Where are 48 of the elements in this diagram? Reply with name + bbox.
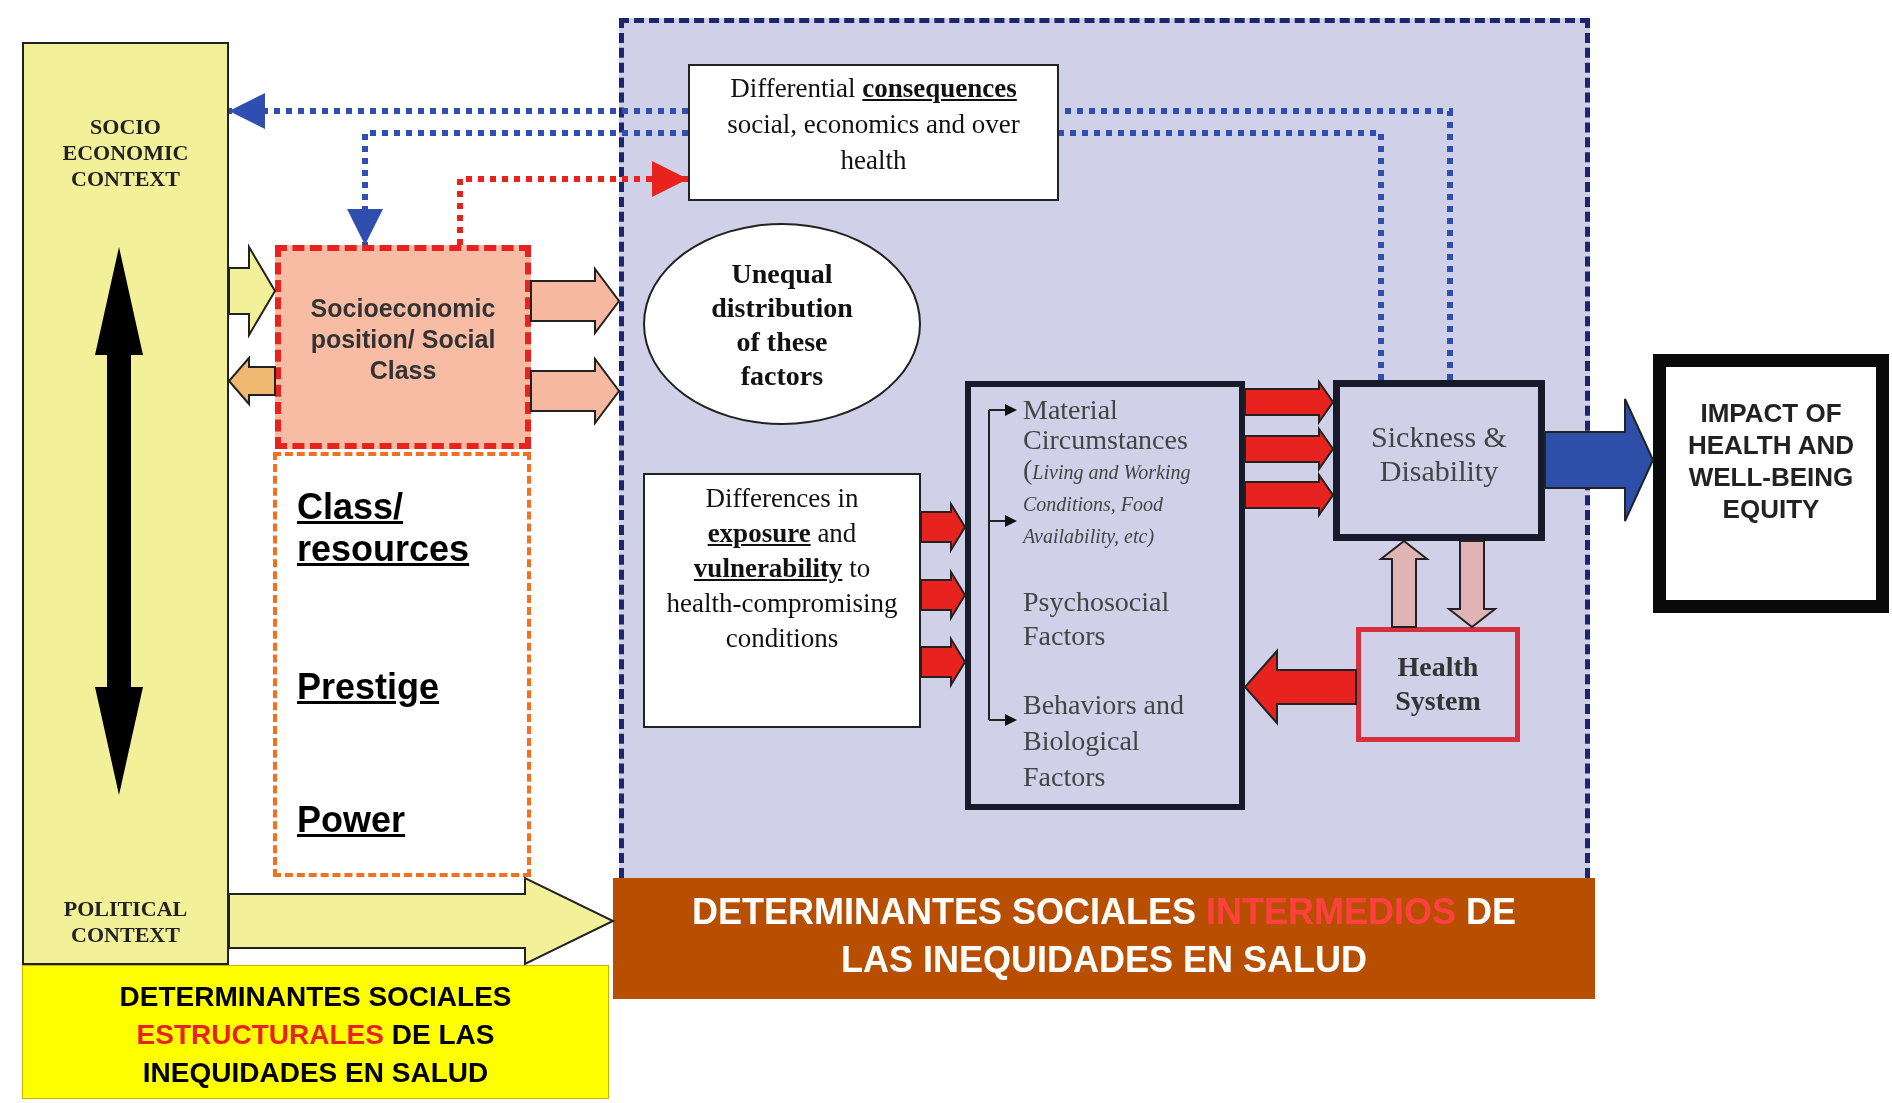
- factor-text: Behaviors and Biological Factors: [1023, 688, 1185, 794]
- title-banner: [22, 965, 609, 1099]
- banner-text: DETERMINANTES SOCIALES ESTRUCTURALES DE LAS INEQUIDADES EN SALUD: [118, 980, 513, 1090]
- process-box: [1356, 627, 1520, 742]
- block-arrow: [920, 568, 967, 622]
- block-arrow: [920, 500, 967, 554]
- dimension-text: Prestige: [297, 666, 441, 708]
- block-arrow: [1244, 425, 1335, 473]
- title-banner: [613, 878, 1595, 999]
- box-text: Differential consequences social, economics and over health: [726, 72, 1021, 177]
- position-label: Socioeconomic position/ Social Class: [309, 293, 497, 386]
- block-arrow: [1544, 398, 1655, 522]
- process-box: [965, 381, 1245, 810]
- box-text: Differences in exposure and vulnerability to health-compromising conditions: [665, 482, 899, 655]
- block-arrow: [1244, 471, 1335, 519]
- banner-text: DETERMINANTES SOCIALES INTERMEDIOS DE LAS INEQUIDADES EN SALUD: [690, 890, 1518, 982]
- dotted-arrow: [347, 130, 688, 245]
- factor-text: Material Circumstances (Living and Working Conditions, Food Availability, etc): [1023, 395, 1192, 550]
- dotted-arrow: [229, 93, 688, 129]
- factor-text: Psychosocial Factors: [1023, 585, 1171, 653]
- block-arrow: [228, 243, 277, 339]
- context-label: POLITICAL CONTEXT: [62, 896, 189, 948]
- context-label: SOCIO ECONOMIC CONTEXT: [61, 114, 190, 192]
- block-arrow: [920, 635, 967, 689]
- block-arrow: [530, 266, 621, 336]
- oval-text: Unequal distribution of these factors: [710, 257, 854, 393]
- box-text: Health System: [1394, 650, 1482, 718]
- outcome-text: IMPACT OF HEALTH AND WELL-BEING EQUITY: [1686, 397, 1856, 525]
- process-box: [1333, 380, 1545, 541]
- context-column: [22, 42, 229, 965]
- dashed-box: [273, 452, 531, 877]
- process-box: [688, 64, 1059, 201]
- block-arrow: [1244, 378, 1335, 426]
- dimension-text: Class/ resources: [297, 486, 467, 570]
- block-arrow: [1446, 540, 1498, 629]
- block-arrow: [530, 356, 621, 426]
- block-arrow: [1378, 539, 1430, 628]
- block-arrow: [227, 355, 276, 407]
- position-box: [275, 245, 531, 449]
- box-text: Sickness & Disability: [1370, 420, 1508, 488]
- process-box: [643, 473, 921, 728]
- block-arrow: [228, 876, 616, 966]
- block-arrow: [1243, 648, 1357, 726]
- dotted-line: [1059, 130, 1384, 380]
- region-background: [619, 18, 1590, 878]
- outcome-box: [1653, 354, 1889, 613]
- dotted-arrow: [457, 161, 688, 245]
- dimension-text: Power: [297, 799, 407, 841]
